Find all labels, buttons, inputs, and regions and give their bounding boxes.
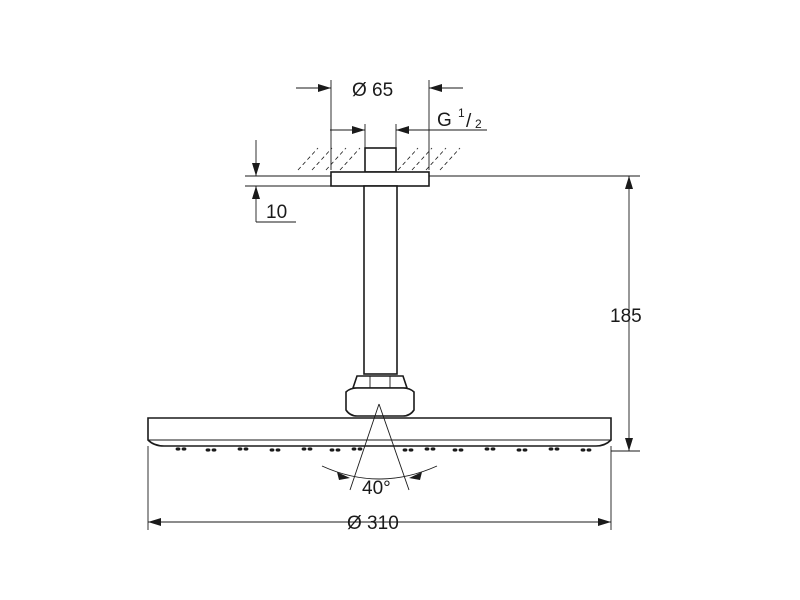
flange: [330, 171, 430, 187]
spray-nozzle: [490, 447, 496, 451]
spray-nozzle: [522, 448, 528, 452]
spray-nozzle: [408, 448, 414, 452]
spray-nozzle: [357, 447, 363, 451]
spray-nozzle: [452, 448, 458, 452]
dimension-flange-height: 10: [245, 140, 331, 223]
spray-nozzle: [269, 448, 275, 452]
dimension-total-height: 185: [610, 176, 642, 452]
label-thread-numerator: 1: [458, 106, 465, 120]
label-thread-separator: /: [466, 111, 472, 132]
spray-nozzle: [548, 447, 554, 451]
spray-nozzle: [211, 448, 217, 452]
spray-nozzle: [586, 448, 592, 452]
dimension-spray-angle: 40°: [321, 403, 438, 499]
spray-nozzle: [484, 447, 490, 451]
label-thread-denominator: 2: [475, 117, 482, 131]
spray-nozzle: [329, 448, 335, 452]
spray-nozzle: [430, 447, 436, 451]
label-spray-angle: 40°: [362, 478, 391, 499]
spray-nozzle: [580, 448, 586, 452]
shower-arm: [363, 185, 398, 375]
spray-nozzle: [301, 447, 307, 451]
spray-nozzle: [181, 447, 187, 451]
spray-nozzle: [402, 448, 408, 452]
dimension-thread: G 1 / 2: [330, 106, 487, 148]
label-flange-height: 10: [266, 202, 287, 223]
spray-nozzle: [237, 447, 243, 451]
shower-head: [147, 417, 612, 447]
spray-nozzle: [335, 448, 341, 452]
spray-nozzle: [351, 447, 357, 451]
label-thread: G: [437, 110, 452, 131]
label-head-diameter: Ø 310: [347, 513, 399, 534]
spray-nozzle: [458, 448, 464, 452]
spray-nozzle: [175, 447, 181, 451]
ball-joint: [345, 375, 415, 417]
dimension-flange-diameter: Ø 65: [296, 80, 463, 170]
spray-nozzle: [424, 447, 430, 451]
spray-nozzle: [275, 448, 281, 452]
label-flange-diameter: Ø 65: [352, 80, 393, 101]
spray-nozzle: [516, 448, 522, 452]
thread-connector: [364, 147, 397, 173]
spray-nozzle: [307, 447, 313, 451]
label-total-height: 185: [610, 306, 642, 327]
spray-nozzle: [554, 447, 560, 451]
spray-nozzle: [243, 447, 249, 451]
spray-nozzle: [205, 448, 211, 452]
dimension-head-diameter: Ø 310: [147, 446, 612, 534]
spray-nozzles: [175, 447, 592, 452]
